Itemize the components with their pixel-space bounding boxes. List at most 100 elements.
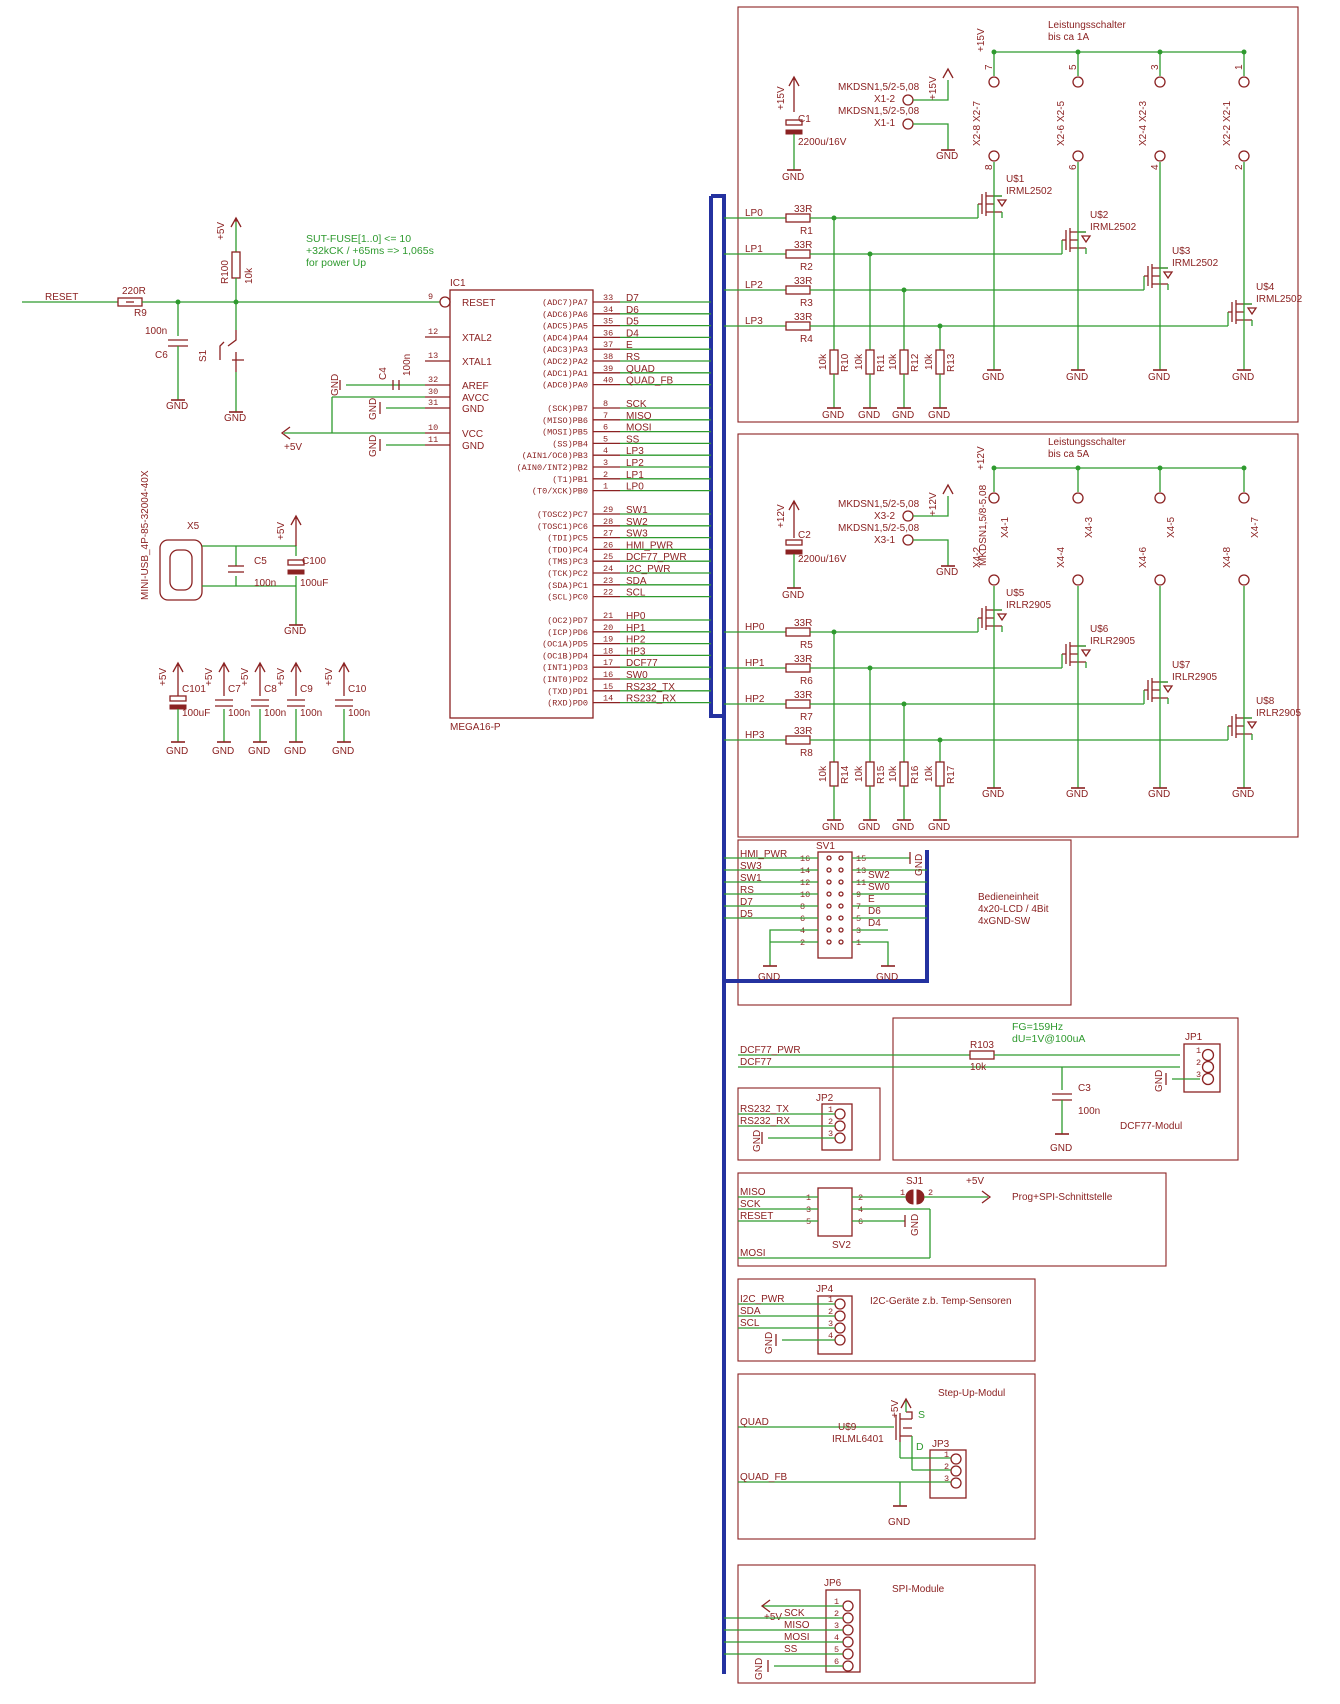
- pulldown-value: 10k: [888, 765, 899, 782]
- mcu-net-label: D6: [626, 305, 639, 316]
- c4-ref: C4: [378, 367, 389, 380]
- sv1-gnd: GND: [914, 854, 925, 876]
- sv1-ref: SV1: [816, 841, 835, 852]
- stepup-module: QUAD +5V S D U$9 IRLML6401 JP3 1 2 3 QUA…: [738, 1388, 1005, 1528]
- mcu-pin-num: 24: [603, 564, 613, 574]
- mcu-net-label: SW2: [626, 517, 648, 528]
- gate-res-value: 33R: [794, 240, 812, 251]
- mcu-pin-name: (TOSC1)PC6: [537, 522, 588, 532]
- block-net-label: HP3: [745, 730, 765, 741]
- sv1-pin-num: 12: [800, 878, 810, 888]
- pad-num: 6: [1068, 164, 1079, 170]
- pad-ref: X4-1: [1000, 516, 1011, 538]
- pulldown-gnd: GND: [928, 410, 950, 421]
- x3-gnd: GND: [936, 567, 958, 578]
- mcu-pin-num: 1: [603, 482, 608, 492]
- mcu-net-label: E: [626, 340, 633, 351]
- svg-text:3: 3: [828, 1319, 833, 1329]
- frame-lp-block: [737, 6, 1299, 423]
- mcu-pin-num: 21: [603, 611, 613, 621]
- c2-supply: +12V: [776, 504, 787, 528]
- decoupling-ref: C8: [264, 684, 277, 695]
- prog-miso: MISO: [740, 1187, 766, 1198]
- sv1-pin-num: 3: [856, 926, 861, 936]
- jp6-pin: [842, 1624, 854, 1636]
- pad-ref: X2-5: [1056, 100, 1067, 122]
- c4-value: 100n: [402, 354, 413, 376]
- u9-supply: +5V: [890, 1400, 901, 1418]
- pulldown-ref: R14: [840, 765, 851, 784]
- sv1-pin-num: 13: [856, 866, 866, 876]
- pad-num: 2: [1234, 164, 1245, 170]
- x1-1-ref: X1-1: [874, 118, 896, 129]
- mcu-net-label: HP2: [626, 635, 646, 646]
- mcu-pin-name: (TDO)PC4: [547, 545, 588, 555]
- mcu-net-label: D4: [626, 328, 639, 339]
- pulldown-gnd: GND: [858, 410, 880, 421]
- block-net-label: LP2: [745, 280, 763, 291]
- mcu-pin-num: 20: [603, 623, 613, 633]
- jp6-pin-num: 3: [834, 1621, 839, 1631]
- mcu-pin-name: (TCK)PC2: [547, 569, 588, 579]
- jp6-pin-num: 1: [834, 1597, 839, 1607]
- u9-d: D: [916, 1441, 924, 1453]
- fet-ref: U$6: [1090, 624, 1109, 635]
- mcu-pin-name: (ADC1)PA1: [542, 369, 588, 379]
- sv1-pin-num: 2: [800, 938, 805, 948]
- frame-hp-block: [737, 433, 1299, 838]
- block-net-label: HP0: [745, 622, 765, 633]
- pulldown-ref: R10: [840, 353, 851, 372]
- mcu-pin-name: (ADC2)PA2: [542, 357, 588, 367]
- pulldown-value: 10k: [818, 353, 829, 370]
- bus-main: [709, 194, 726, 1674]
- c1-ref: C1: [798, 114, 811, 125]
- hmi-desc-2: 4x20-LCD / 4Bit: [978, 904, 1049, 915]
- mcu-pin-num: 2: [603, 470, 608, 480]
- x1-gnd: GND: [936, 151, 958, 162]
- mcu-pin-name: (TMS)PC3: [547, 557, 588, 567]
- gate-res-ref: R3: [800, 298, 813, 309]
- gate-res-value: 33R: [794, 312, 812, 323]
- sv1-net: SW1: [740, 873, 762, 884]
- c2-ref: C2: [798, 530, 811, 541]
- mcu-pin-num: 33: [603, 293, 613, 303]
- sv1-pin-num: 16: [800, 854, 810, 864]
- mcu-pin-name: AVCC: [462, 393, 489, 404]
- x3-2-ref: X3-2: [874, 511, 896, 522]
- fuse-note-2: +32kCK / +65ms => 1,065s: [306, 245, 434, 257]
- mcu-net-label: LP3: [626, 446, 644, 457]
- sv1-net: SW3: [740, 861, 762, 872]
- mcu-pin-name: (T1)PB1: [552, 475, 588, 485]
- supply-wiring: C4 100n GND +5V GND GND: [280, 354, 425, 457]
- mcu-net-label: SW0: [626, 670, 648, 681]
- jp6-pin: [842, 1660, 854, 1672]
- fet-gnd: GND: [1148, 372, 1170, 383]
- r100-supply: +5V: [216, 222, 227, 240]
- decoupling-value: 100n: [228, 708, 250, 719]
- spi-sck: SCK: [784, 1608, 805, 1619]
- dcf-filter-1: FG=159Hz: [1012, 1021, 1063, 1033]
- decoupling-value: 100n: [348, 708, 370, 719]
- mcu-pin-name: (RXD)PD0: [547, 699, 588, 709]
- reset-circuit: RESET 220R R9 100n C6 GND R100 10k +5V S…: [22, 216, 451, 424]
- jp1-gnd: GND: [1154, 1070, 1165, 1092]
- mcu-net-label: RS: [626, 352, 640, 363]
- mcu-pin-name: (ADC0)PA0: [542, 381, 588, 391]
- sv1-net: HMI_PWR: [740, 849, 787, 860]
- mcu-pin-num: 27: [603, 529, 613, 539]
- prog-label: Prog+SPI-Schnittstelle: [1012, 1192, 1113, 1203]
- mcu-pin-num: 36: [603, 328, 613, 338]
- jp6-pin-num: 6: [834, 1657, 839, 1667]
- pulldown-gnd: GND: [858, 822, 880, 833]
- sv1-gnd: GND: [758, 972, 780, 983]
- usb-supply: +5V: [276, 522, 287, 540]
- mcu-net-label: SCK: [626, 399, 647, 410]
- dcf-module: DCF77_PWR DCF77 FG=159Hz dU=1V@100uA R10…: [738, 1021, 1221, 1154]
- decoupling-supply: +5V: [240, 668, 251, 686]
- mcu-pin-num: 29: [603, 505, 613, 515]
- gate-res-value: 33R: [794, 726, 812, 737]
- decoupling-gnd: GND: [248, 746, 270, 757]
